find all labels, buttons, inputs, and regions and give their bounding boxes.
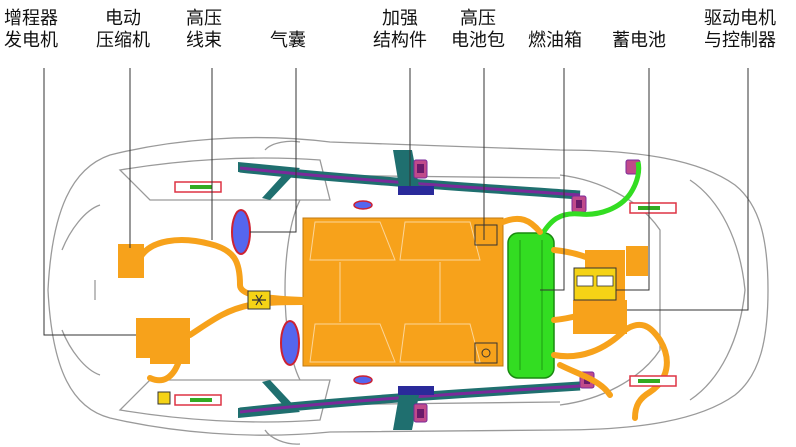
label-drive-motor-controller: 驱动电机 与控制器 (704, 8, 776, 52)
label-line: 发电机 (4, 30, 58, 51)
generator-lower (150, 356, 190, 364)
label-line: 驱动电机 (704, 8, 776, 29)
label-line: 蓄电池 (612, 30, 666, 51)
fuel-tank (507, 232, 555, 379)
driver-airbag (231, 209, 251, 255)
battery-12v-cell-right (596, 275, 614, 287)
b-pillar-top (393, 150, 420, 192)
label-line: 高压 (460, 8, 496, 29)
label-hv-battery-pack: 高压 电池包 (451, 8, 505, 52)
label-line: 增程器 (4, 8, 58, 29)
label-airbag: 气囊 (270, 30, 306, 52)
label-line: 压缩机 (96, 30, 150, 51)
label-reinforced-structure: 加强 结构件 (373, 8, 427, 52)
fuel-line (537, 161, 642, 240)
leader-lines (43, 68, 749, 336)
battery-connector-bottom (474, 342, 498, 364)
b-pillar-bottom (393, 390, 420, 430)
label-line: 与控制器 (704, 30, 776, 51)
battery-12v-cell-left (576, 275, 594, 287)
hv-warning-small (157, 391, 171, 405)
battery-connector-top (474, 224, 498, 246)
sill-clip-bottom (398, 386, 434, 395)
label-line: 高压 (186, 8, 222, 29)
label-line: 线束 (186, 30, 222, 51)
label-fuel-tank: 燃油箱 (528, 30, 582, 52)
label-line: 结构件 (373, 30, 427, 51)
fuel-tank-detail (519, 240, 543, 370)
side-harness-top (239, 166, 581, 197)
electric-compressor (118, 244, 144, 278)
sill-clip-top (398, 186, 434, 195)
label-line: 燃油箱 (528, 30, 582, 51)
label-battery-12v: 蓄电池 (612, 30, 666, 52)
range-extender-generator (136, 318, 190, 358)
drive-motor (573, 300, 627, 334)
rear-sensor-top-inner (576, 200, 582, 208)
hv-warning-symbol (252, 294, 266, 306)
side-harness-bottom (239, 384, 581, 414)
battery-pack-seat-overlay (309, 221, 481, 363)
label-range-extender-generator: 增程器 发电机 (4, 8, 58, 52)
motor-controller-box (626, 246, 648, 276)
label-line: 电池包 (451, 30, 505, 51)
passenger-airbag (280, 320, 300, 366)
seat-airbag-bottom (353, 375, 373, 385)
pillar-sensor-top-inner (417, 164, 424, 173)
label-line: 气囊 (270, 30, 306, 51)
seat-airbag-top (353, 200, 373, 210)
battery-port (481, 348, 491, 358)
label-hv-harness: 高压 线束 (186, 8, 222, 52)
pillar-sensor-bottom-inner (417, 409, 424, 418)
label-line: 加强 (382, 8, 418, 29)
label-line: 电动 (105, 8, 141, 29)
label-electric-compressor: 电动 压缩机 (96, 8, 150, 52)
